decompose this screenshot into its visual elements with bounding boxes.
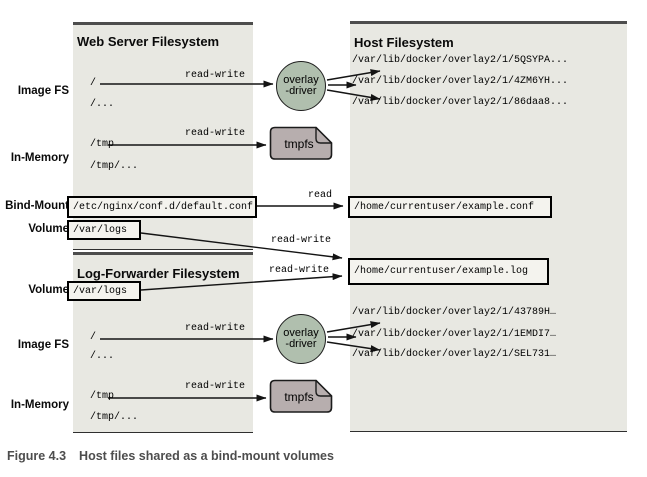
bind-mount-source-box: /etc/nginx/conf.d/default.conf bbox=[67, 196, 257, 218]
web-root-more: /... bbox=[90, 99, 115, 110]
tmpfs-node-web: tmpfs bbox=[269, 126, 333, 161]
label-read-write-vol-fwd: read-write bbox=[268, 265, 330, 276]
host-filesystem-panel bbox=[350, 21, 627, 432]
arrow-overlay2-fan-top bbox=[326, 321, 381, 333]
arrow-overlay1-fan-top bbox=[326, 69, 381, 81]
arrow-web-volume-to-log bbox=[140, 232, 343, 261]
overlay-driver-label-line1: overlay bbox=[283, 73, 319, 86]
overlay-driver-label-line2: -driver bbox=[285, 85, 317, 97]
label-read-bind-mount: read bbox=[307, 190, 333, 201]
row-label-bind-mount: Bind-Mount bbox=[5, 200, 69, 212]
label-read-write-fwd-root: read-write bbox=[184, 323, 246, 334]
label-read-write-fwd-tmp: read-write bbox=[184, 381, 246, 392]
tmpfs-node-fwd: tmpfs bbox=[269, 379, 333, 414]
host-overlay-path-fwd-1: /var/lib/docker/overlay2/1/43789H… bbox=[352, 307, 557, 318]
arrow-overlay2-fan-bottom bbox=[326, 341, 381, 353]
arrow-overlay1-fan-bottom bbox=[326, 89, 381, 101]
row-label-image-fs-fwd: Image FS bbox=[17, 339, 69, 351]
overlay-driver-label-line1: overlay bbox=[283, 326, 319, 339]
figure-number: Figure 4.3 bbox=[7, 449, 67, 463]
row-label-volume-fwd: Volume bbox=[28, 284, 69, 296]
row-label-volume-web: Volume bbox=[28, 223, 69, 235]
fwd-tmp-more: /tmp/... bbox=[90, 412, 139, 423]
host-panel-title: Host Filesystem bbox=[354, 35, 454, 50]
row-label-in-memory-web: In-Memory bbox=[10, 152, 69, 164]
row-label-image-fs-web: Image FS bbox=[17, 85, 69, 97]
figure-caption-text: Host files shared as a bind-mount volume… bbox=[79, 449, 334, 463]
fwd-tmp-path: /tmp bbox=[90, 391, 115, 402]
label-read-write-vol-web: read-write bbox=[270, 235, 332, 246]
label-read-write-web-root: read-write bbox=[184, 70, 246, 81]
host-overlay-path-fwd-3: /var/lib/docker/overlay2/1/SEL731… bbox=[352, 349, 557, 360]
web-tmp-path: /tmp bbox=[90, 139, 115, 150]
tmpfs-label: tmpfs bbox=[284, 136, 314, 151]
row-label-in-memory-fwd: In-Memory bbox=[10, 399, 69, 411]
host-overlay-path-web-1: /var/lib/docker/overlay2/1/5QSYPA... bbox=[352, 55, 569, 66]
overlay-driver-node-web: overlay -driver bbox=[276, 61, 326, 111]
log-panel-title: Log-Forwarder Filesystem bbox=[77, 266, 240, 281]
web-volume-box: /var/logs bbox=[67, 220, 141, 240]
label-read-write-web-tmp: read-write bbox=[184, 128, 246, 139]
note-shape-icon bbox=[269, 379, 333, 413]
arrow-fwd-volume-to-log bbox=[140, 273, 343, 291]
host-overlay-path-fwd-2: /var/lib/docker/overlay2/1/1EMDI7… bbox=[352, 329, 557, 340]
web-tmp-more: /tmp/... bbox=[90, 161, 139, 172]
tmpfs-label: tmpfs bbox=[284, 389, 314, 404]
host-example-conf-box: /home/currentuser/example.conf bbox=[348, 196, 552, 218]
fwd-root-more: /... bbox=[90, 351, 115, 362]
host-example-log-box: /home/currentuser/example.log bbox=[348, 258, 549, 285]
web-panel-title: Web Server Filesystem bbox=[77, 34, 220, 49]
figure-caption: Figure 4.3 Host files shared as a bind-mo… bbox=[7, 448, 334, 464]
overlay-driver-label-line2: -driver bbox=[285, 338, 317, 350]
host-overlay-path-web-2: /var/lib/docker/overlay2/1/4ZM6YH... bbox=[352, 76, 569, 87]
fwd-volume-box: /var/logs bbox=[67, 281, 141, 301]
fwd-root-path: / bbox=[90, 332, 97, 343]
overlay-driver-node-fwd: overlay -driver bbox=[276, 314, 326, 364]
note-shape-icon bbox=[269, 126, 333, 160]
web-root-path: / bbox=[90, 78, 97, 89]
host-overlay-path-web-3: /var/lib/docker/overlay2/1/86daa8... bbox=[352, 97, 569, 108]
